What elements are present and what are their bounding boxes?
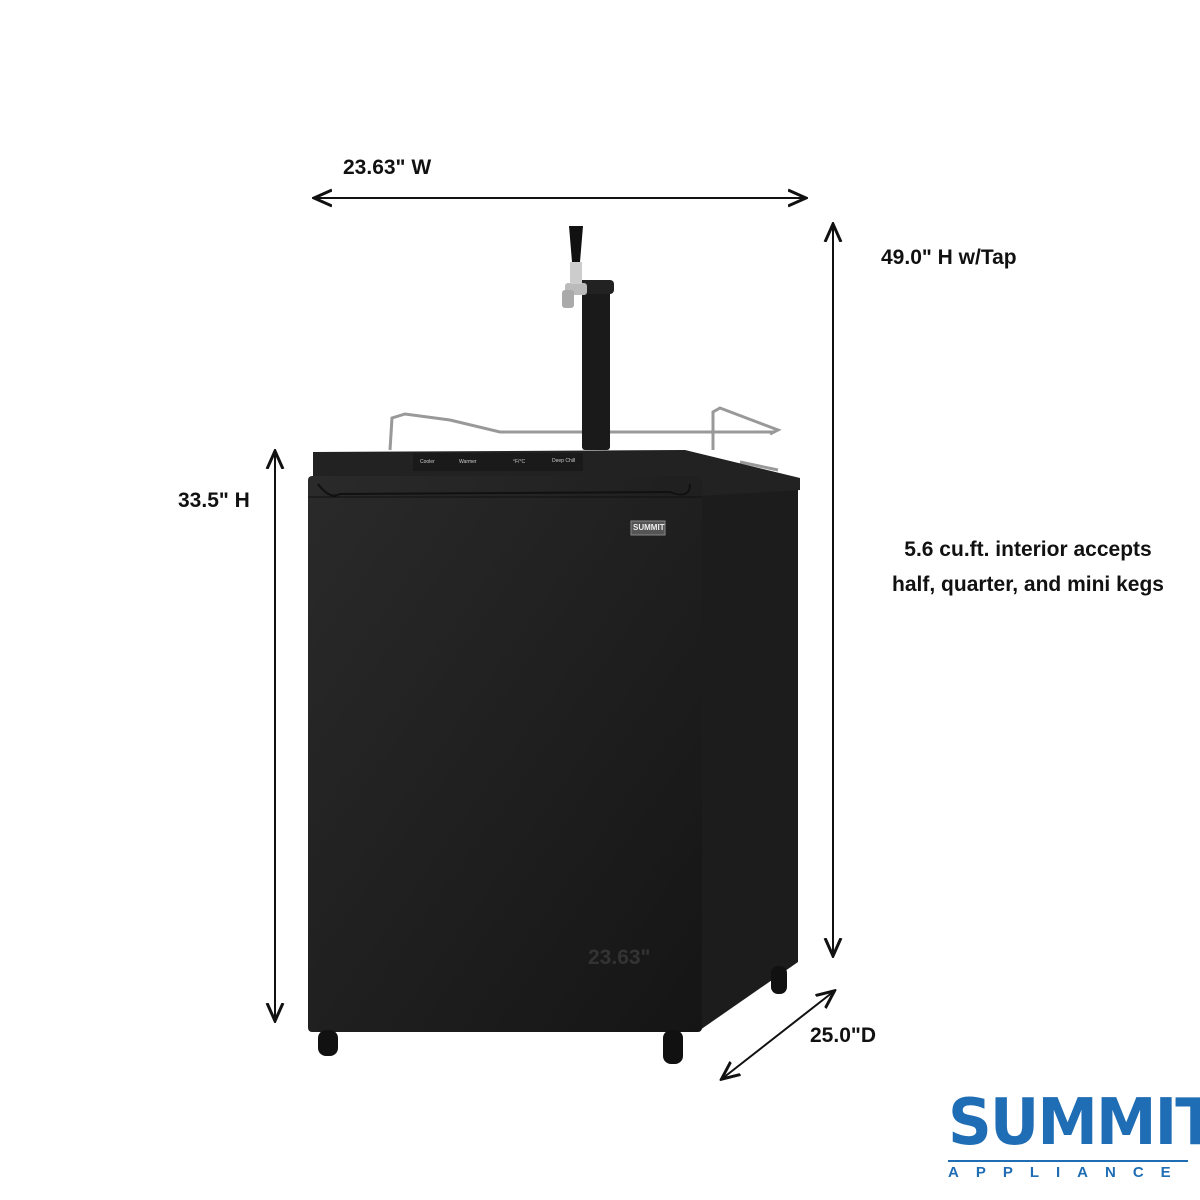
casters [318, 966, 787, 1064]
cooler-button[interactable]: Cooler [420, 459, 435, 465]
height-tap-label: 49.0" H w/Tap [881, 246, 1017, 269]
door-front [308, 476, 702, 1032]
logo-subtitle: APPLIANCE [948, 1164, 1188, 1181]
logo-word: SUMMIT [948, 1086, 1200, 1160]
beer-tower [562, 226, 614, 450]
door-handle [317, 483, 691, 497]
tap-handle [569, 226, 583, 262]
badge-text: SUMMIT [633, 523, 665, 532]
depth-label: 25.0"D [810, 1024, 876, 1047]
warmer-button[interactable]: Warmer [459, 459, 477, 465]
guard-rail [388, 406, 782, 472]
side-panel [700, 482, 798, 1030]
depth-overlay-label: 23.63" [588, 946, 651, 969]
height-label: 33.5" H [178, 489, 250, 512]
control-panel [413, 453, 583, 471]
deep-chill-button[interactable]: Deep Chill [552, 458, 576, 464]
logo-divider [948, 1160, 1188, 1162]
summit-logo: SUMMIT APPLIANCE [948, 1086, 1200, 1192]
depth-arrow [723, 992, 833, 1078]
capacity-line-1: 5.6 cu.ft. interior accepts [904, 538, 1152, 561]
unit-button[interactable]: °F/°C [513, 459, 526, 465]
width-label: 23.63" W [343, 156, 432, 179]
capacity-line-2: half, quarter, and mini kegs [892, 573, 1164, 596]
badge [630, 520, 666, 536]
